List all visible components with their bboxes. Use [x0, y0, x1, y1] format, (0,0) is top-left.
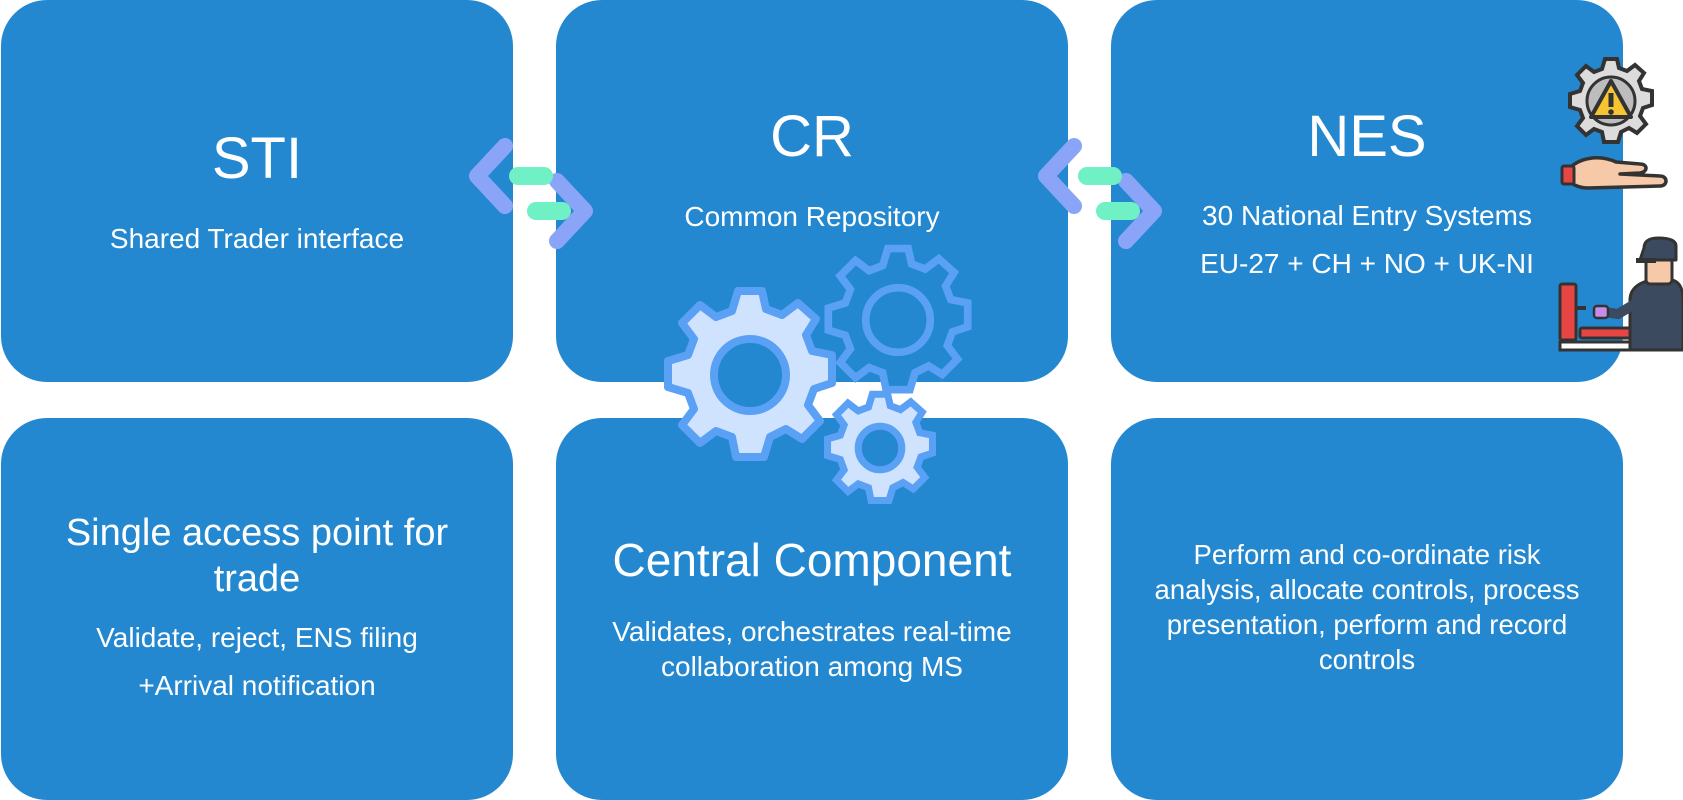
nes-line-1: 30 National Entry Systems [1202, 200, 1532, 231]
trade-access-line-2: +Arrival notification [138, 670, 376, 701]
central-component-line-2: collaboration among MS [661, 651, 963, 682]
cr-subtitle: Common Repository [684, 201, 940, 232]
nes-tasks-line-2: analysis, allocate controls, process [1154, 574, 1580, 605]
trade-access-heading-2: trade [213, 558, 301, 600]
nes-tasks-line-1: Perform and co-ordinate risk [1193, 539, 1541, 570]
trade-access-card: Single access point for trade Validate, … [1, 418, 513, 800]
cr-title: CR [770, 104, 854, 169]
central-component-card: Central Component Validates, orchestrate… [556, 418, 1068, 800]
sti-card: STI Shared Trader interface [1, 0, 513, 382]
nes-tasks-card: Perform and co-ordinate risk analysis, a… [1111, 418, 1623, 800]
central-component-line-1: Validates, orchestrates real-time [612, 616, 1012, 647]
nes-tasks-line-4: controls [1318, 644, 1416, 675]
nes-card: NES 30 National Entry Systems EU-27 + CH… [1111, 0, 1623, 382]
nes-line-2: EU-27 + CH + NO + UK-NI [1200, 248, 1534, 279]
nes-title: NES [1307, 104, 1427, 169]
central-component-heading: Central Component [612, 534, 1012, 586]
trade-access-line-1: Validate, reject, ENS filing [96, 622, 418, 653]
nes-tasks-line-3: presentation, perform and record [1166, 609, 1568, 640]
sti-title: STI [211, 126, 303, 191]
cr-card: CR Common Repository [556, 0, 1068, 382]
trade-access-heading-1: Single access point for [65, 512, 449, 554]
sti-subtitle: Shared Trader interface [109, 223, 405, 254]
